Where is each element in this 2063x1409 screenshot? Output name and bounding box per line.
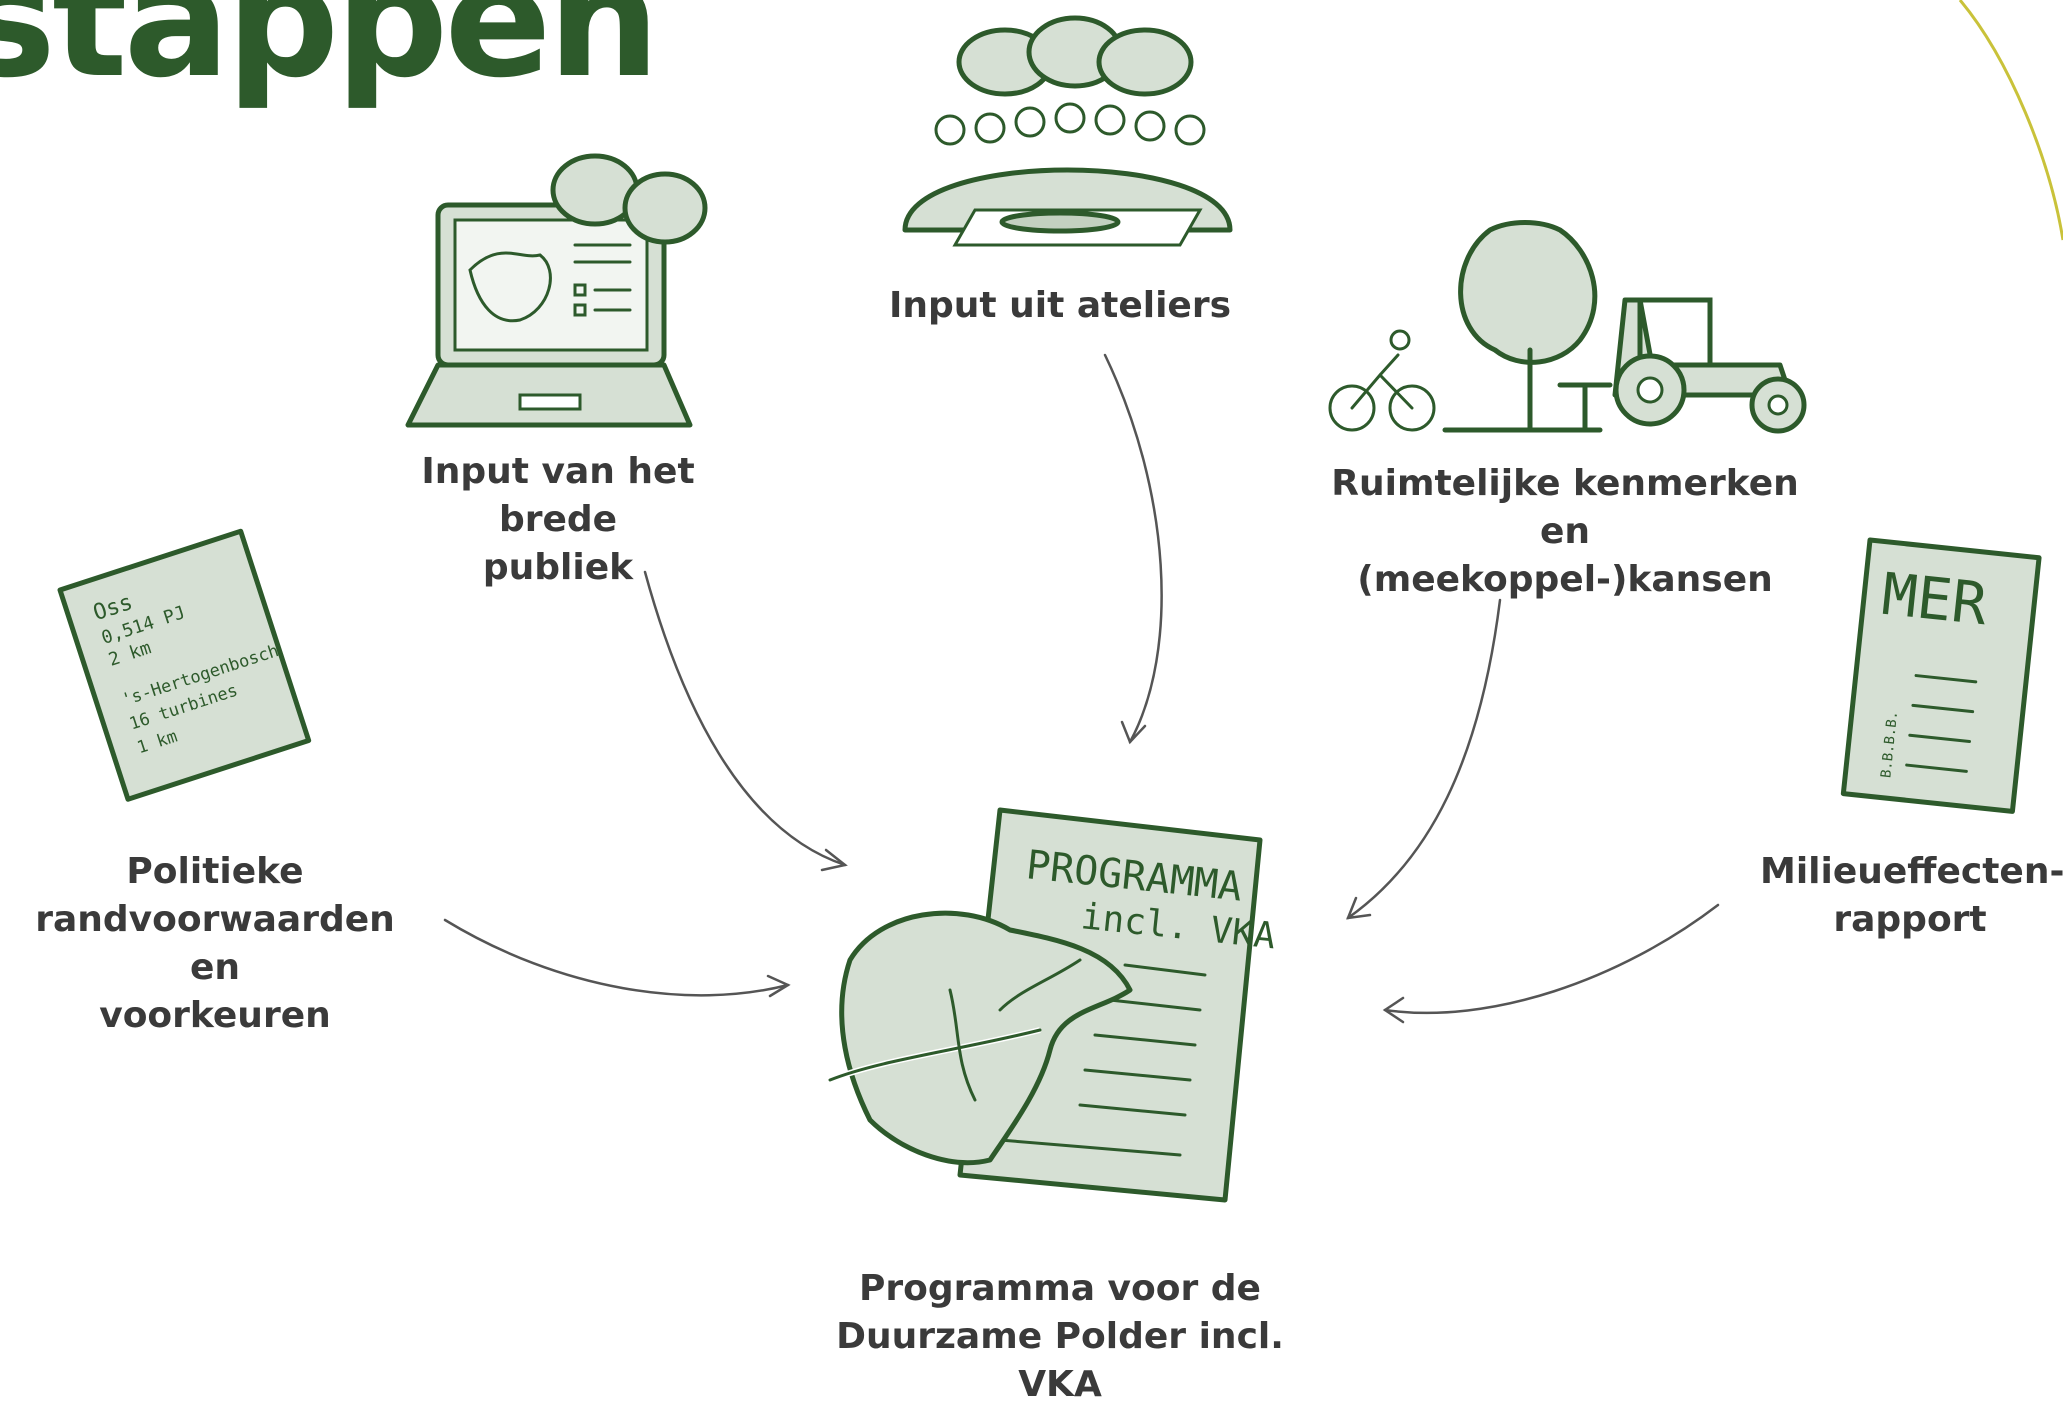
- politiek-note-icon: Oss 0,514 PJ 2 km 's-Hertogenbosch 16 tu…: [57, 528, 312, 802]
- mer-document-icon: MER B.B.B.B.: [1840, 537, 2042, 814]
- arrow-politiek-to-programma: [443, 918, 791, 998]
- arrow-ruimtelijk-to-programma: [1346, 598, 1502, 920]
- polder-map-icon: [828, 910, 1133, 1166]
- svg-text:B.B.B.B.: B.B.B.B.: [1878, 710, 1901, 779]
- atelier-group-icon: [902, 15, 1233, 247]
- programma-document-icon: PROGRAMMA incl. VKA: [957, 807, 1278, 1203]
- svg-text:MER: MER: [1879, 560, 1990, 639]
- node-label-programma: Programma voor de Duurzame Polder incl. …: [836, 1268, 1284, 1405]
- arrow-mer-to-programma: [1382, 903, 1720, 1024]
- arrow-publiek-to-programma: [643, 570, 848, 872]
- node-label-publiek: Input van het brede publiek: [421, 451, 695, 588]
- node-label-politiek: Politieke randvoorwaarden en voorkeuren: [35, 851, 395, 1036]
- node-label-mer: Milieueffecten- rapport: [1760, 851, 2063, 940]
- node-label-ruimtelijk: Ruimtelijke kenmerken en (meekoppel-)kan…: [1331, 463, 1799, 600]
- page-title: stappen: [0, 0, 660, 113]
- laptop-icon: [405, 153, 708, 428]
- node-label-ateliers: Input uit ateliers: [888, 285, 1232, 326]
- landscape-icon: [1328, 220, 1807, 434]
- accent-curve: [1958, 0, 2063, 241]
- arrow-ateliers-to-programma: [1103, 353, 1163, 745]
